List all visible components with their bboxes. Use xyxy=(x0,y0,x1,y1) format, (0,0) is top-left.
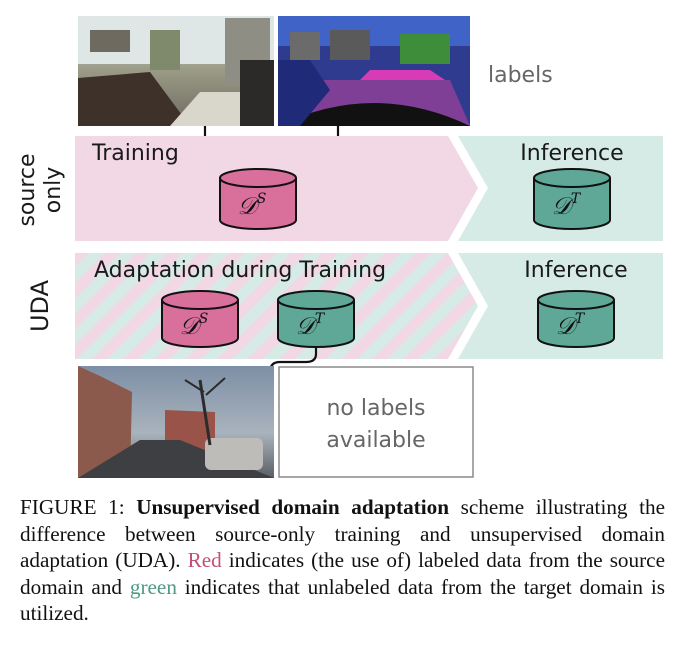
svg-text:source: source xyxy=(15,153,40,226)
caption-part1: scheme illustrating the difference betwe… xyxy=(20,495,665,572)
uda-target-dataset-cylinder: 𝒟T xyxy=(277,290,355,348)
target-photo xyxy=(78,366,274,478)
inference-title-uda: Inference xyxy=(524,258,627,283)
caption-part3: indicates that unlabeled data from the t… xyxy=(20,574,665,626)
no-labels-box xyxy=(278,366,474,478)
svg-text:only: only xyxy=(41,167,66,214)
row-label-uda: UDA xyxy=(26,279,54,332)
caption-prefix: FIGURE 1: xyxy=(20,495,137,519)
uda-source-dataset-cylinder: 𝒟S xyxy=(161,290,239,348)
training-title: Training xyxy=(91,141,179,166)
labels-caption: labels xyxy=(488,63,553,88)
target-dataset-cylinder-inference-1: 𝒟T xyxy=(533,168,611,230)
no-labels-line1: no labels xyxy=(326,396,425,421)
source-label-map xyxy=(278,16,470,126)
target-dataset-cylinder-inference-2: 𝒟T xyxy=(537,290,615,348)
uda-diagram: labels source only Training Inference 𝒟S… xyxy=(15,16,663,478)
source-dataset-cylinder: 𝒟S xyxy=(219,168,297,230)
caption-bold: Unsupervised domain adaptation xyxy=(136,495,449,519)
caption-green-word: green xyxy=(129,574,177,599)
no-labels-line2: available xyxy=(326,428,425,453)
figure-caption: FIGURE 1: Unsupervised domain adaptation… xyxy=(20,494,665,627)
adaptation-title: Adaptation during Training xyxy=(94,258,386,283)
caption-red-word: Red xyxy=(187,548,222,572)
row-label-source-only: source only xyxy=(15,153,66,226)
source-photo xyxy=(78,16,274,126)
caption-part2: indicates (the use of) labeled data from… xyxy=(20,548,665,599)
inference-title-source-only: Inference xyxy=(520,141,623,166)
